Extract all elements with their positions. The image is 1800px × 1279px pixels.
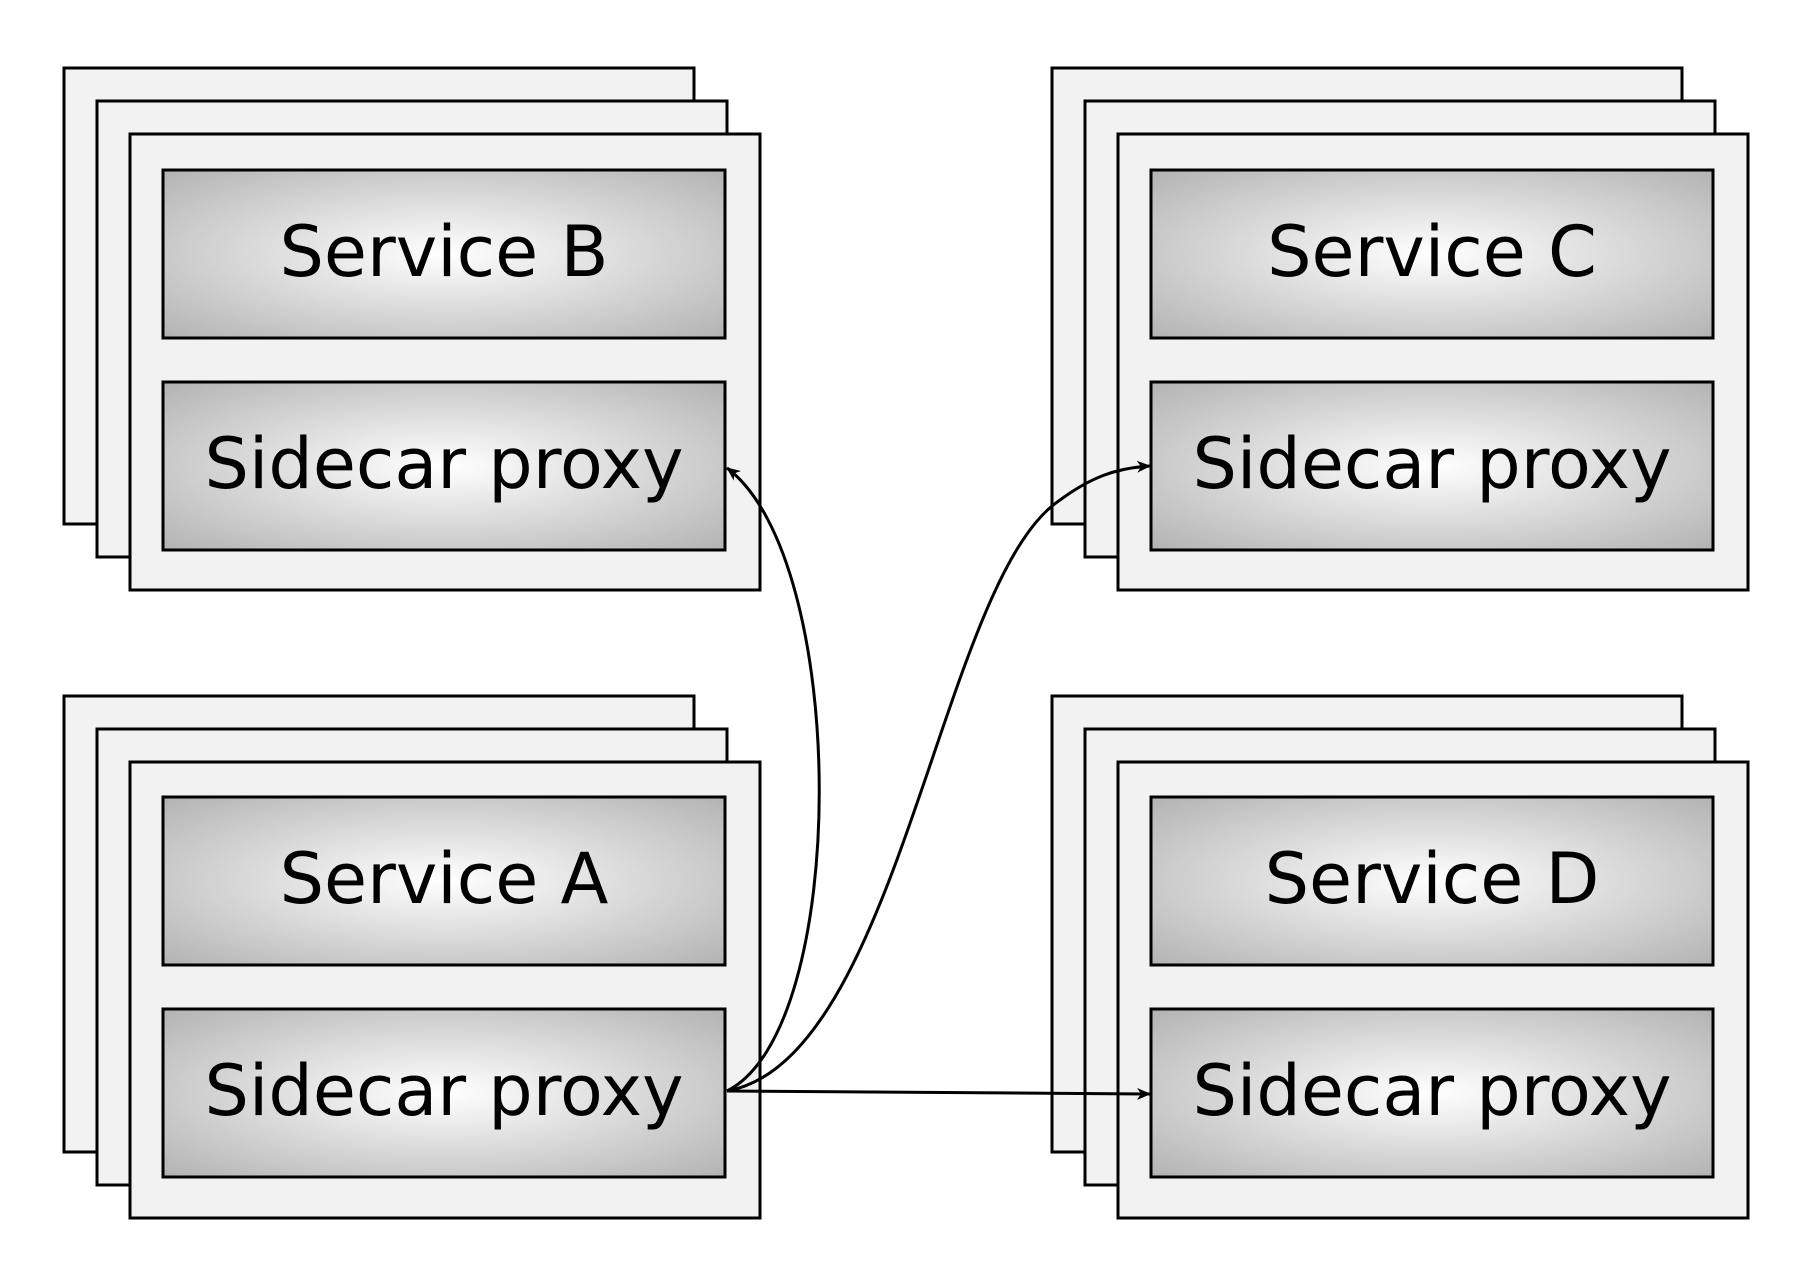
arrow-a-to-b — [726, 466, 821, 1093]
service-d-group: Service D Sidecar proxy — [1050, 694, 1750, 1220]
sidecar-proxy-box — [1149, 1007, 1715, 1179]
service-label: Service A — [280, 838, 609, 920]
sidecar-proxy-box — [161, 1007, 727, 1179]
service-box — [161, 795, 727, 967]
service-box — [161, 168, 727, 340]
sidecar-proxy-box — [161, 380, 727, 552]
service-b-group: Service B Sidecar proxy — [62, 66, 762, 592]
arrow-a-to-c — [726, 460, 1151, 1093]
service-c-group: Service C Sidecar proxy — [1050, 66, 1750, 592]
sidecar-proxy-label: Sidecar proxy — [205, 1050, 684, 1132]
arrow-a-to-d — [726, 1087, 1151, 1100]
service-a-group: Service A Sidecar proxy — [62, 694, 762, 1220]
service-label: Service B — [280, 211, 609, 293]
service-label: Service D — [1265, 838, 1600, 920]
sidecar-proxy-label: Sidecar proxy — [1193, 423, 1672, 505]
sidecar-proxy-label: Sidecar proxy — [205, 423, 684, 505]
service-box — [1149, 168, 1715, 340]
sidecar-proxy-box — [1149, 380, 1715, 552]
service-label: Service C — [1267, 211, 1597, 293]
sidecar-proxy-label: Sidecar proxy — [1193, 1050, 1672, 1132]
service-box — [1149, 795, 1715, 967]
connections — [726, 460, 1151, 1100]
